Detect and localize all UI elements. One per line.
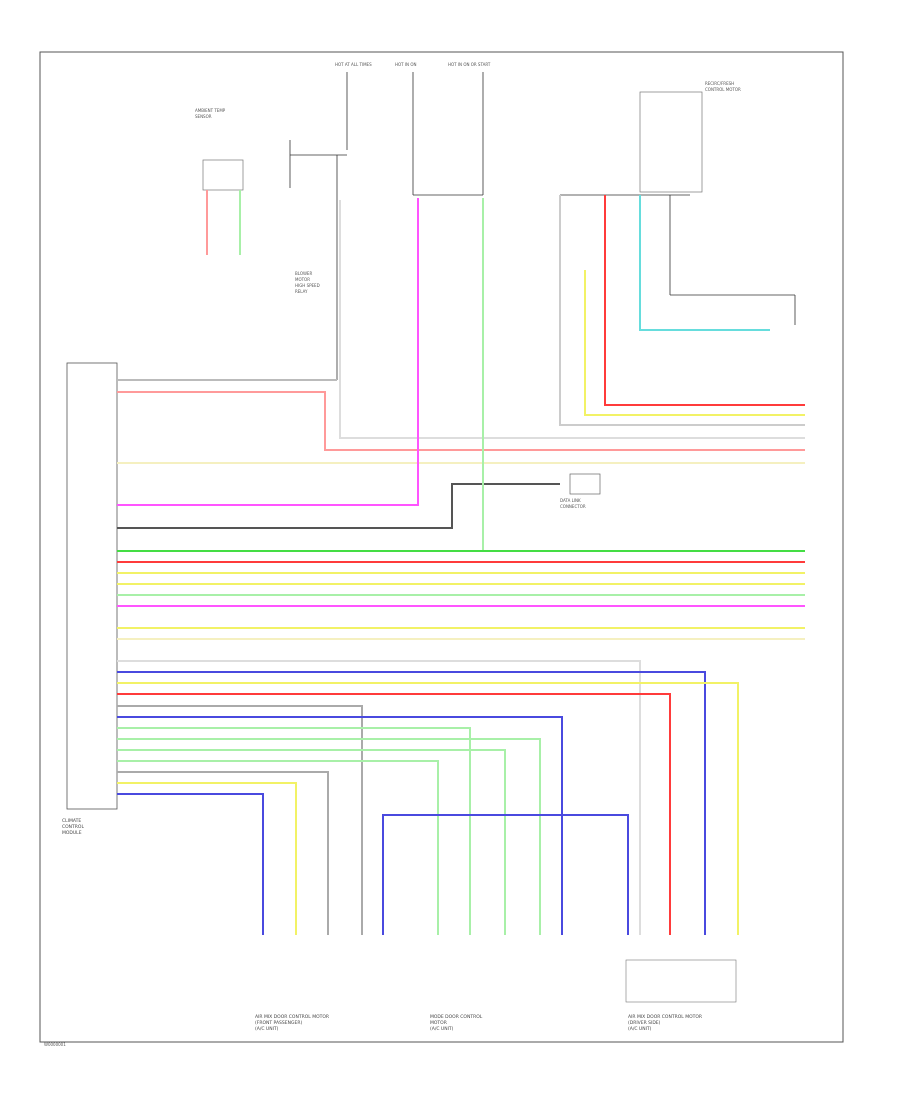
sensor-left-title-1: AMBIENT TEMP [195,108,226,113]
upper-wire-group [117,195,805,550]
bottom-left-title-2: (FRONT PASSENGER) [255,1020,302,1026]
diagram-frame [39,51,844,1043]
bottom-components: AIR MIX DOOR CONTROL MOTOR (FRONT PASSEN… [255,959,737,1032]
bottom-right-title-2: (DRIVER SIDE) [628,1020,661,1026]
junction-title-2: CONNECTOR [560,504,586,509]
power-label-1: HOT AT ALL TIMES [335,62,372,67]
page-id: W0000001 [44,1042,66,1047]
bottom-mid-title-2: MOTOR [430,1020,447,1026]
recirc-title-1: RECIRC/FRESH [705,81,734,86]
module-title-3: MODULE [62,830,82,836]
module-title-2: CONTROL [62,824,84,830]
bottom-mid-title-1: MODE DOOR CONTROL [430,1014,483,1020]
power-label-2: HOT IN ON [395,62,416,67]
blower-title-2: MOTOR [295,277,310,282]
climate-module: CLIMATE CONTROL MODULE [62,362,118,836]
power-feed-group: HOT AT ALL TIMES HOT IN ON HOT IN ON OR … [289,62,491,380]
junction-title-1: DATA LINK [560,498,581,503]
bottom-left-title-1: AIR MIX DOOR CONTROL MOTOR [255,1014,329,1020]
bottom-left-title-3: (A/C UNIT) [255,1026,279,1032]
blower-title-1: BLOWER [295,271,312,276]
blower-title-3: HIGH SPEED [295,283,320,288]
lower-wire-group [117,660,739,935]
power-label-3: HOT IN ON OR START [448,62,491,67]
recirc-title-2: CONTROL MOTOR [705,87,741,92]
sensor-left-title-2: SENSOR [195,114,212,119]
blower-relay: BLOWER MOTOR HIGH SPEED RELAY [295,271,320,294]
bottom-right-title-1: AIR MIX DOOR CONTROL MOTOR [628,1014,702,1020]
module-title-1: CLIMATE [62,818,81,824]
data-link-connector: DATA LINK CONNECTOR [560,473,601,509]
bottom-right-title-3: (A/C UNIT) [628,1026,652,1032]
blower-title-4: RELAY [295,289,308,294]
recirc-motor: RECIRC/FRESH CONTROL MOTOR [560,81,796,325]
ambient-sensor: AMBIENT TEMP SENSOR [195,108,244,255]
bottom-mid-title-3: (A/C UNIT) [430,1026,454,1032]
bus-wire-group [117,550,805,640]
